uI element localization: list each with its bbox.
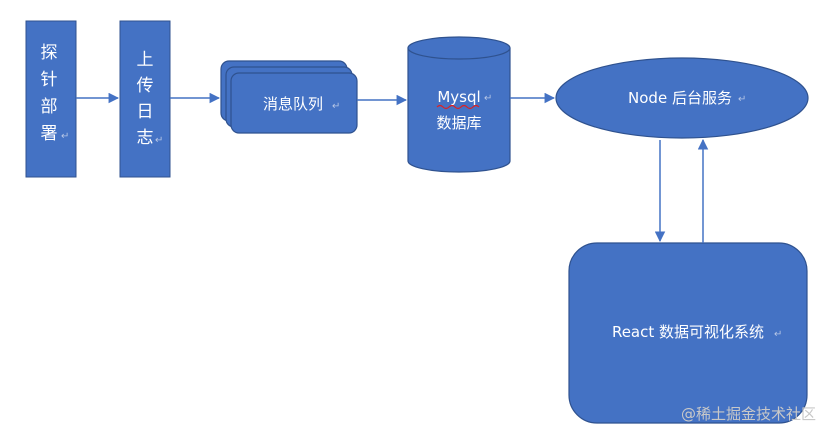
probe-deploy-char-2: 针	[41, 70, 58, 90]
probe-deploy-char-3: 部	[41, 97, 58, 117]
upload-log-char-3: 日	[137, 102, 154, 122]
probe-deploy-char-1: 探	[41, 43, 58, 63]
react-viz-label: React 数据可视化系统	[612, 323, 764, 341]
mysql-paragraph-mark: ↵	[484, 93, 492, 104]
upload-log-char-4: 志	[137, 128, 154, 148]
react-viz-node: React 数据可视化系统 ↵	[568, 242, 808, 424]
probe-deploy-char-4: 署	[41, 124, 58, 144]
node-backend-node: Node 后台服务 ↵	[555, 57, 809, 139]
node-backend-label: Node 后台服务	[628, 89, 732, 107]
queue-stack-front	[230, 72, 358, 134]
upload-log-paragraph-mark: ↵	[155, 135, 163, 146]
message-queue-paragraph-mark: ↵	[332, 101, 340, 112]
mysql-label: Mysql	[437, 88, 480, 106]
upload-log-char-2: 传	[137, 76, 154, 96]
upload-log-char-1: 上	[137, 50, 154, 70]
node-backend-paragraph-mark: ↵	[738, 94, 746, 105]
message-queue-node: 消息队列 ↵	[220, 60, 358, 134]
spellcheck-underline	[436, 104, 480, 110]
message-queue-label: 消息队列	[263, 95, 323, 113]
probe-deploy-node: 探 针 部 署 ↵	[25, 20, 77, 178]
watermark-text: @稀土掘金技术社区	[681, 405, 816, 423]
cylinder-top	[407, 36, 511, 60]
database-label: 数据库	[436, 114, 481, 132]
mysql-node: Mysql ↵ 数据库	[407, 36, 511, 173]
upload-log-node: 上 传 日 志 ↵	[119, 20, 171, 178]
probe-deploy-paragraph-mark: ↵	[61, 131, 69, 142]
react-viz-paragraph-mark: ↵	[774, 329, 782, 340]
